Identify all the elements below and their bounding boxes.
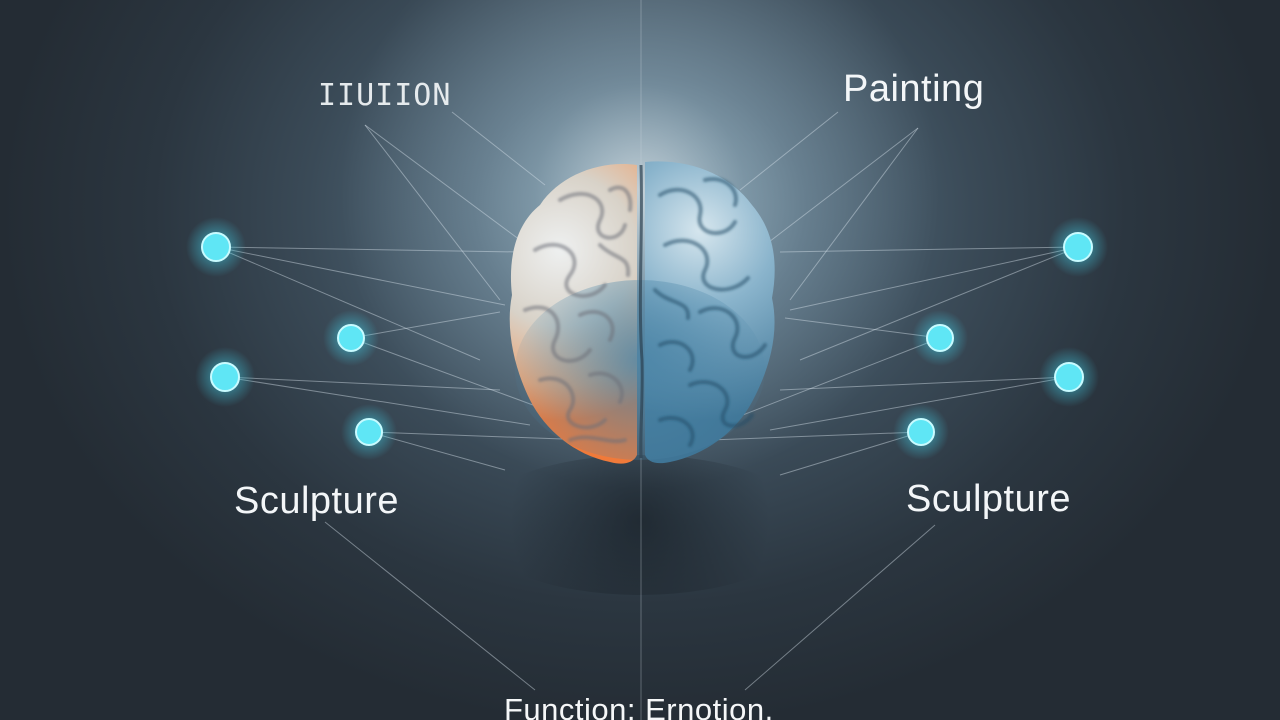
label-function-emotion: Function: Ernotion.: [504, 692, 774, 720]
brain-lower-shading: [515, 280, 765, 460]
node-left-1: [186, 217, 246, 277]
node-left-4: [341, 404, 397, 460]
brain-folds-right: [653, 177, 767, 447]
node-right-2: [912, 310, 968, 366]
brain-shadow: [470, 455, 810, 595]
node-left-2: [323, 310, 379, 366]
label-sculpture-right: Sculpture: [906, 478, 1072, 520]
node-right-4: [893, 404, 949, 460]
connector-lines: [215, 111, 1079, 691]
node-right-1: [1048, 217, 1108, 277]
node-right-3: [1039, 347, 1099, 407]
label-painting: Painting: [843, 68, 985, 110]
brain-folds: [523, 185, 633, 444]
label-top-left: ΙΙUΙΙΟΝ: [318, 78, 452, 113]
label-sculpture-left: Sculpture: [234, 480, 400, 522]
node-left-3: [195, 347, 255, 407]
brain-fissure: [638, 164, 644, 459]
node-group: [186, 217, 1108, 460]
brain-illustration: [509, 161, 775, 464]
